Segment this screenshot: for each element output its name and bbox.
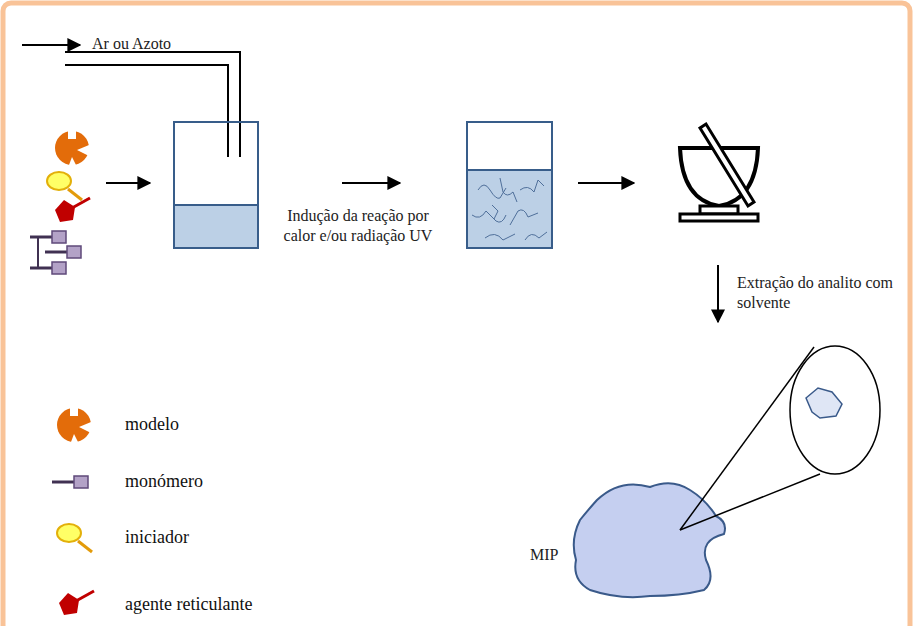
step-label: Indução da reação por calor e/ou radiaçã…: [283, 206, 433, 246]
legend-text: monómero: [125, 471, 203, 492]
legend-text: iniciador: [125, 527, 189, 548]
gas-label: Ar ou Azoto: [92, 34, 171, 54]
legend-text: modelo: [125, 414, 179, 435]
material-label: MIP: [530, 545, 558, 565]
legend-text: agente reticulante: [125, 594, 252, 615]
step-label: Extração do analito com solvente: [737, 273, 897, 313]
